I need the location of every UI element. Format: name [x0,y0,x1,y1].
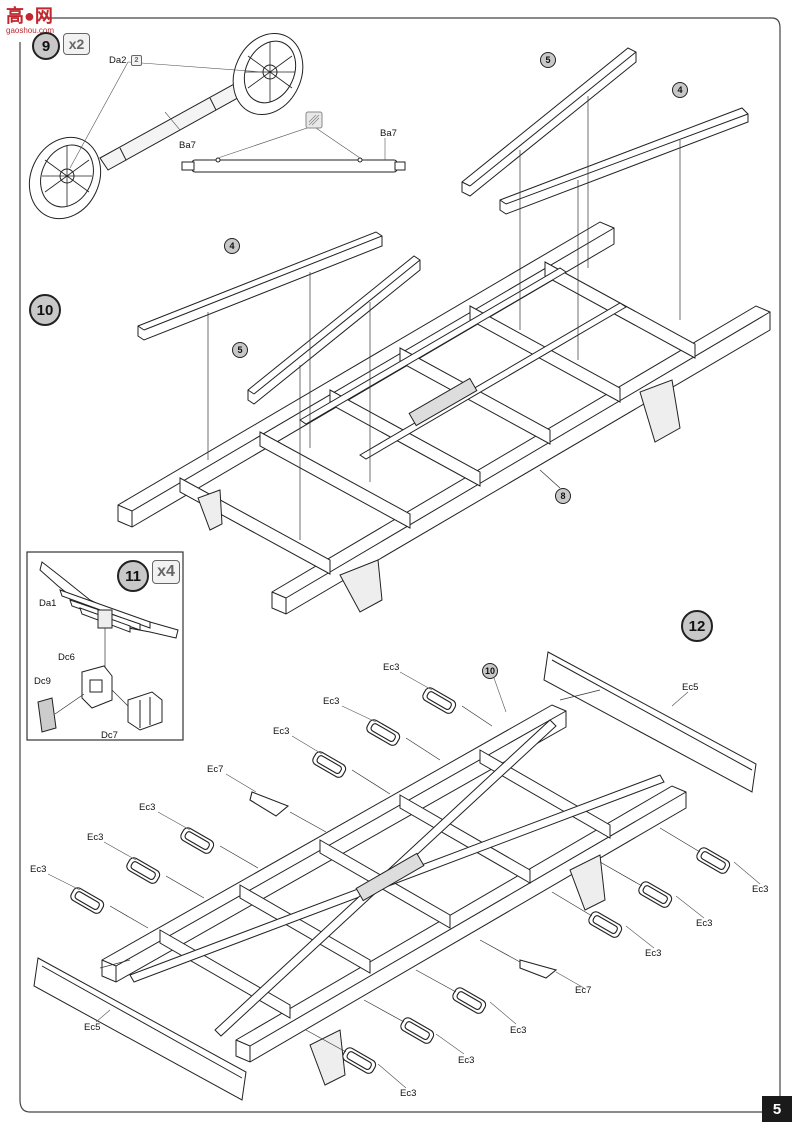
label-ec3: Ec3 [645,948,662,959]
label-ec3: Ec3 [510,1025,527,1036]
label-ec3: Ec3 [87,832,104,843]
label-ec3: Ec3 [30,864,47,875]
label-ec3: Ec3 [400,1088,417,1099]
label-ec3: Ec3 [458,1055,475,1066]
part-ref-4-left: 4 [224,238,240,254]
chassis-frame-step12 [101,704,687,1086]
part-ref-10: 10 [482,663,498,679]
end-beam-ec5-top [543,651,757,793]
label-da2-qty: 2 [131,55,142,66]
label-dc9: Dc9 [34,676,51,687]
leaf-spring-drawing [39,561,179,639]
bracket-dc7-drawing [127,691,163,731]
label-ec3: Ec3 [273,726,290,737]
label-ec3: Ec3 [323,696,340,707]
axle-wheels-drawing [28,32,304,220]
step-11-number: 11 [117,560,149,592]
label-da1: Da1 [39,598,57,609]
ec3-clips [70,687,731,1074]
label-dc6: Dc6 [58,652,75,663]
end-beam-ec5-bottom [33,957,247,1101]
page-number: 5 [762,1096,792,1122]
label-ba7-axle: Ba7 [179,140,196,151]
part-ref-8: 8 [555,488,571,504]
label-da2: Da2 [109,55,127,66]
watermark-url: gaoshou.com [6,26,55,35]
step-12-number: 12 [681,610,713,642]
label-ec7-right: Ec7 [575,985,592,996]
watermark-logo: 高●网 gaoshou.com [6,6,54,35]
label-ec5-top: Ec5 [682,682,699,693]
plate-dc9-drawing [37,697,57,733]
step-10-number: 10 [29,294,61,326]
part-ref-5-top: 5 [540,52,556,68]
label-ec3: Ec3 [139,802,156,813]
beams-left-drawing [137,231,421,405]
label-ec3: Ec3 [383,662,400,673]
ba7-bar-drawing [181,157,406,173]
label-ec3: Ec3 [752,884,769,895]
chassis-frame-step10 [117,221,771,615]
part-ref-5-left: 5 [232,342,248,358]
watermark-brand: 高●网 [6,6,53,26]
step-9-number: 9 [32,32,60,60]
part-ref-4-top: 4 [672,82,688,98]
beams-top-drawing [461,47,749,215]
label-ec7-left: Ec7 [207,764,224,775]
label-ec3: Ec3 [696,918,713,929]
label-dc7: Dc7 [101,730,118,741]
ec7-clips [249,791,558,979]
step-9-multiplier: x2 [63,33,90,55]
bracket-dc6-drawing [81,665,113,709]
step-11-multiplier: x4 [152,560,180,584]
label-ba7-bar: Ba7 [380,128,397,139]
label-ec5-bottom: Ec5 [84,1022,101,1033]
